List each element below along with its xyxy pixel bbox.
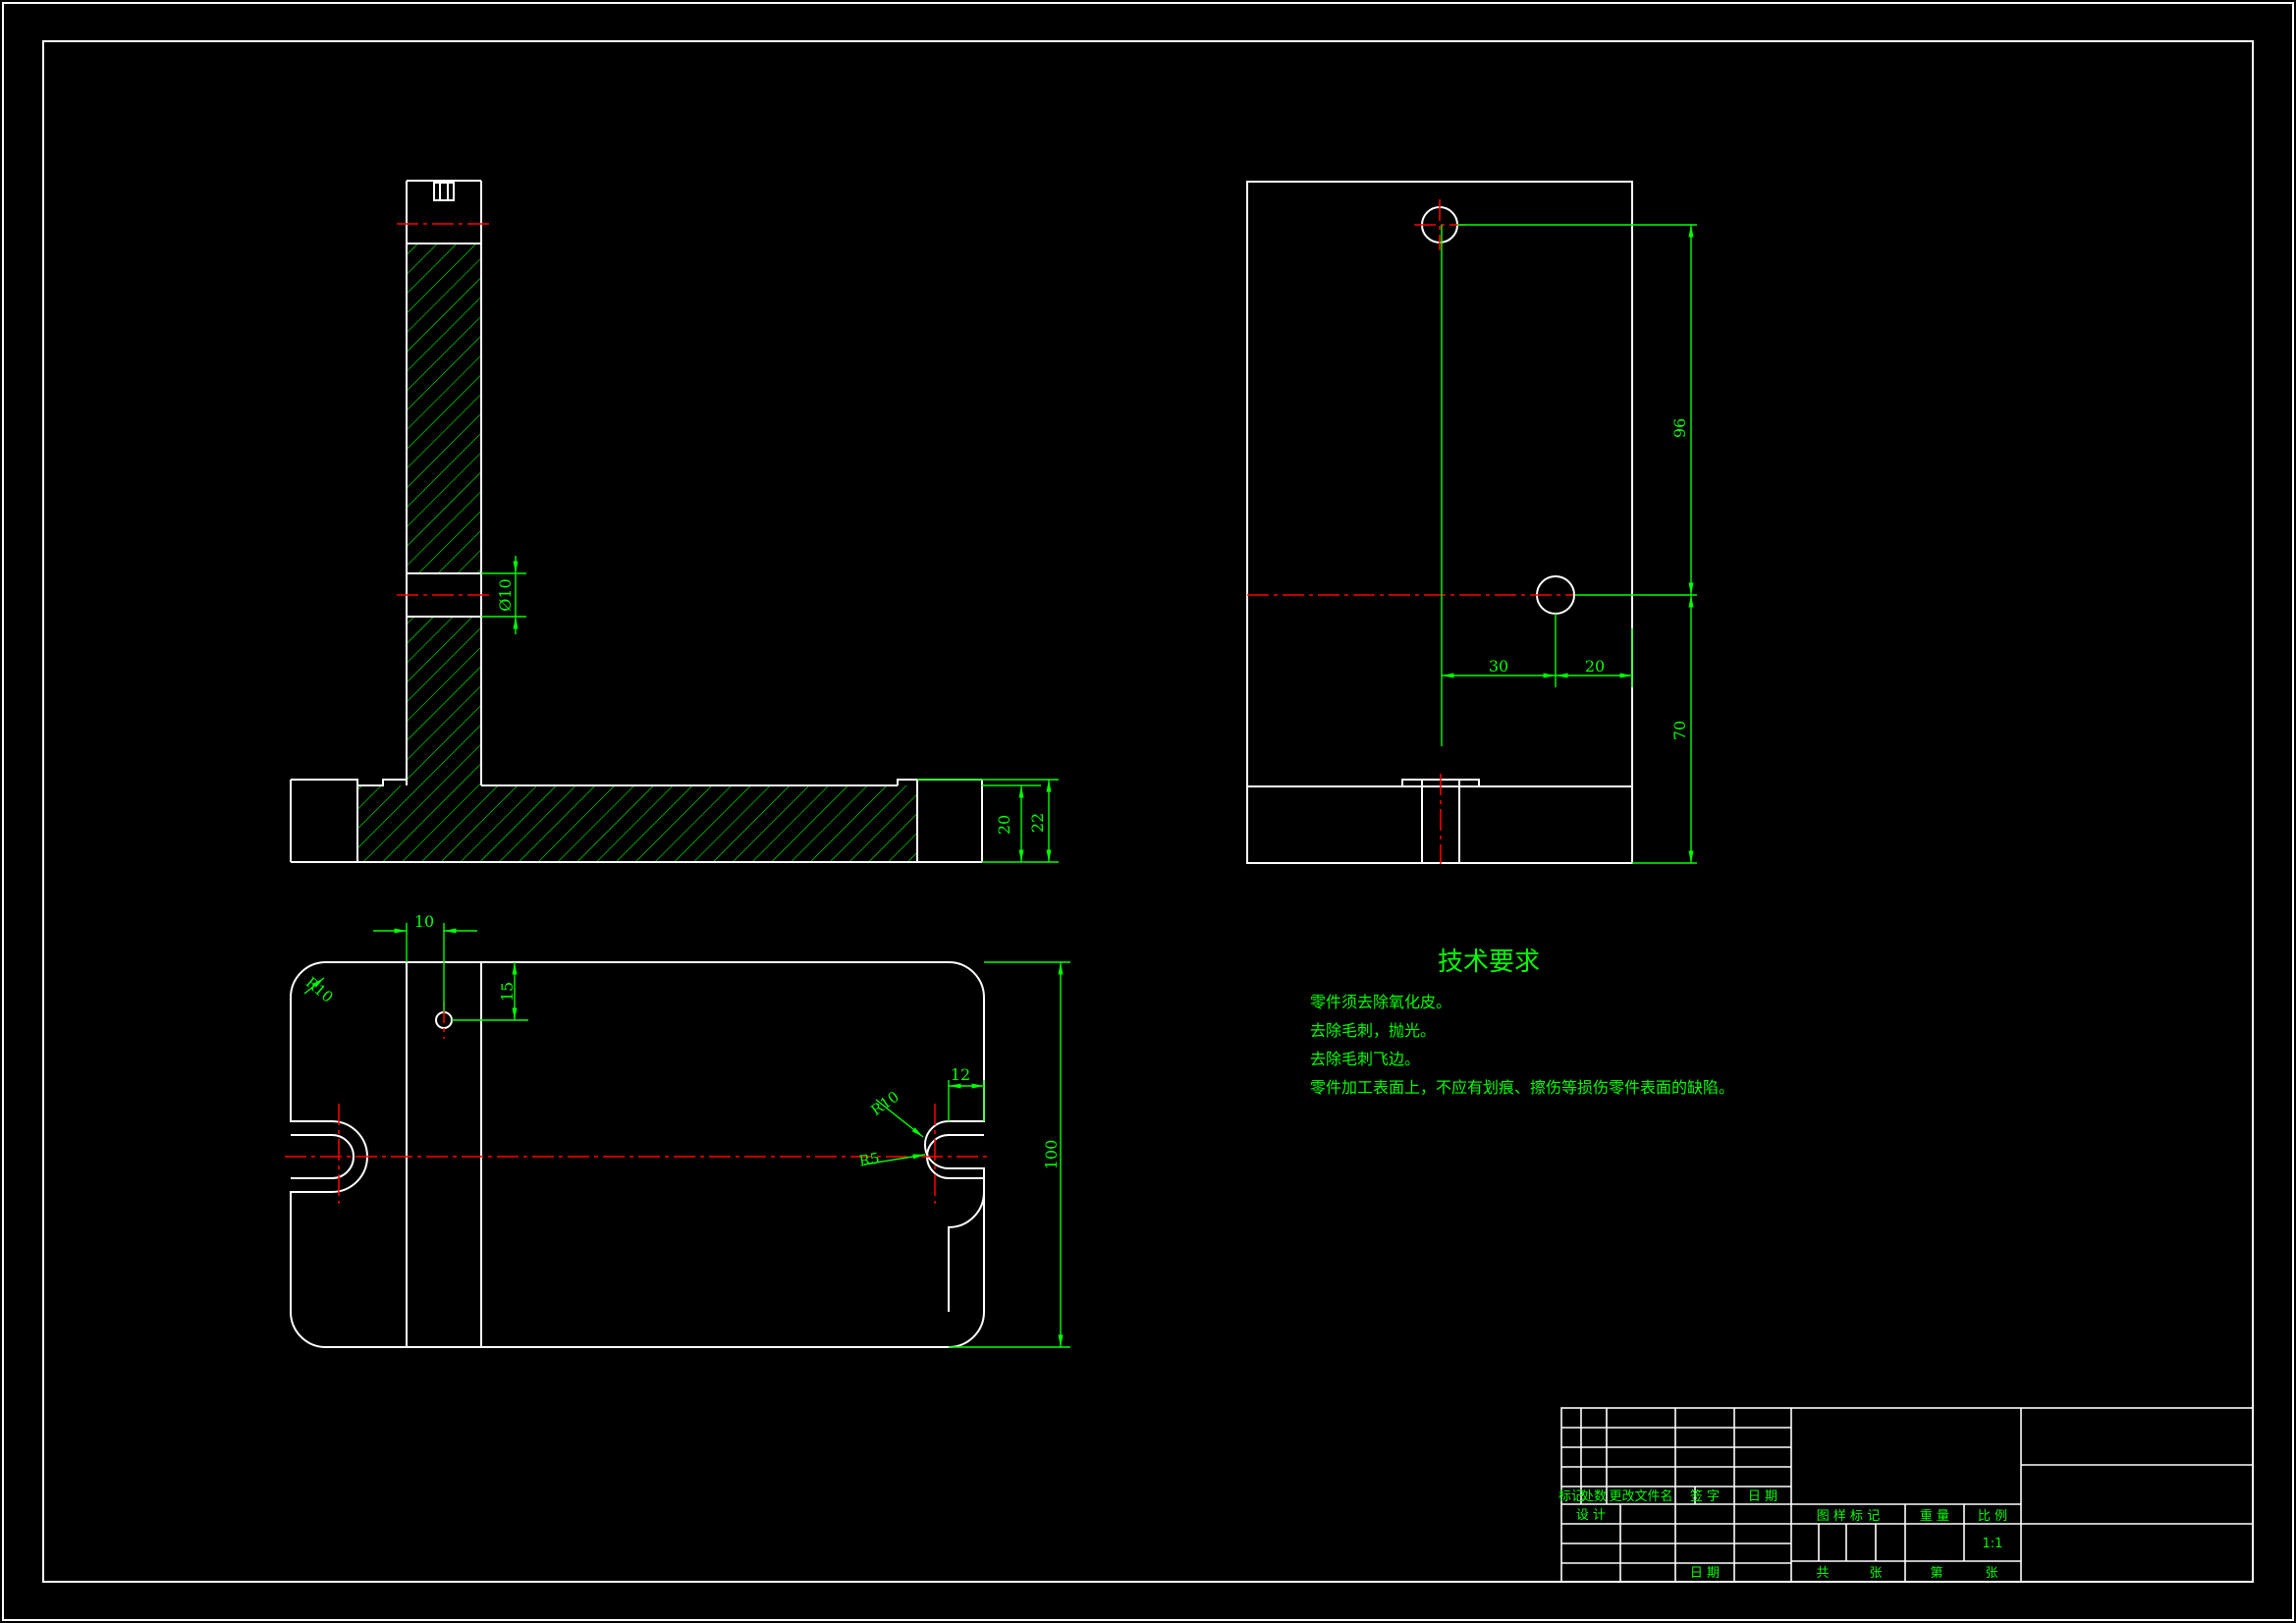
tb-signature: 签 字	[1690, 1488, 1720, 1504]
front-section-view	[290, 180, 983, 863]
dim-slot-radius-outer: R10	[868, 1088, 902, 1119]
tb-change-doc: 更改文件名	[1609, 1488, 1672, 1504]
tb-date-header: 日 期	[1748, 1489, 1777, 1504]
dim-plate-width: 100	[1042, 1140, 1061, 1170]
tb-design: 设 计	[1576, 1508, 1606, 1523]
tb-weight: 重 量	[1920, 1508, 1949, 1524]
dim-corner-radius: R10	[302, 974, 337, 1006]
dim-hole-to-edge-a: 30	[1489, 657, 1508, 676]
tb-date: 日 期	[1690, 1566, 1720, 1581]
dim-lower-height: 70	[1670, 721, 1689, 740]
tb-sheets: 张	[1869, 1566, 1882, 1581]
side-view	[1246, 181, 1633, 864]
tb-count: 处数	[1581, 1489, 1607, 1504]
dim-hole-to-edge-b: 20	[1585, 657, 1605, 676]
tb-stage-mark: 图 样 标 记	[1817, 1509, 1880, 1524]
dim-slot-depth: 12	[951, 1065, 970, 1084]
dim-upper-hole-spacing: 96	[1670, 418, 1689, 438]
tech-requirement-item: 去除毛刺飞边。	[1310, 1050, 1420, 1068]
dim-base-total-height: 22	[1028, 813, 1047, 833]
tb-sheet-no: 第	[1930, 1566, 1942, 1581]
dim-hole-dia: Ø10	[496, 578, 515, 611]
tb-sheet: 张	[1985, 1566, 1997, 1581]
tech-requirement-item: 零件加工表面上，不应有划痕、擦伤等损伤零件表面的缺陷。	[1310, 1078, 1734, 1097]
tech-requirement-item: 去除毛刺，抛光。	[1310, 1021, 1436, 1040]
tech-requirement-item: 零件须去除氧化皮。	[1310, 993, 1451, 1011]
dim-hole-edge-offset: 15	[498, 982, 517, 1001]
title-block	[1560, 1407, 2254, 1583]
tb-scale-value: 1:1	[1983, 1537, 2003, 1551]
top-view	[289, 961, 985, 1348]
tb-scale-label: 比 例	[1978, 1509, 2007, 1524]
tb-total: 共	[1816, 1566, 1829, 1581]
dim-slot-radius-inner: R5	[857, 1149, 881, 1169]
inner-frame	[42, 40, 2254, 1583]
dim-base-height: 20	[995, 815, 1013, 835]
tb-mark: 标记	[1558, 1489, 1584, 1504]
tech-requirements-title: 技术要求	[1438, 947, 1540, 977]
dim-top-offset: 10	[414, 912, 434, 931]
